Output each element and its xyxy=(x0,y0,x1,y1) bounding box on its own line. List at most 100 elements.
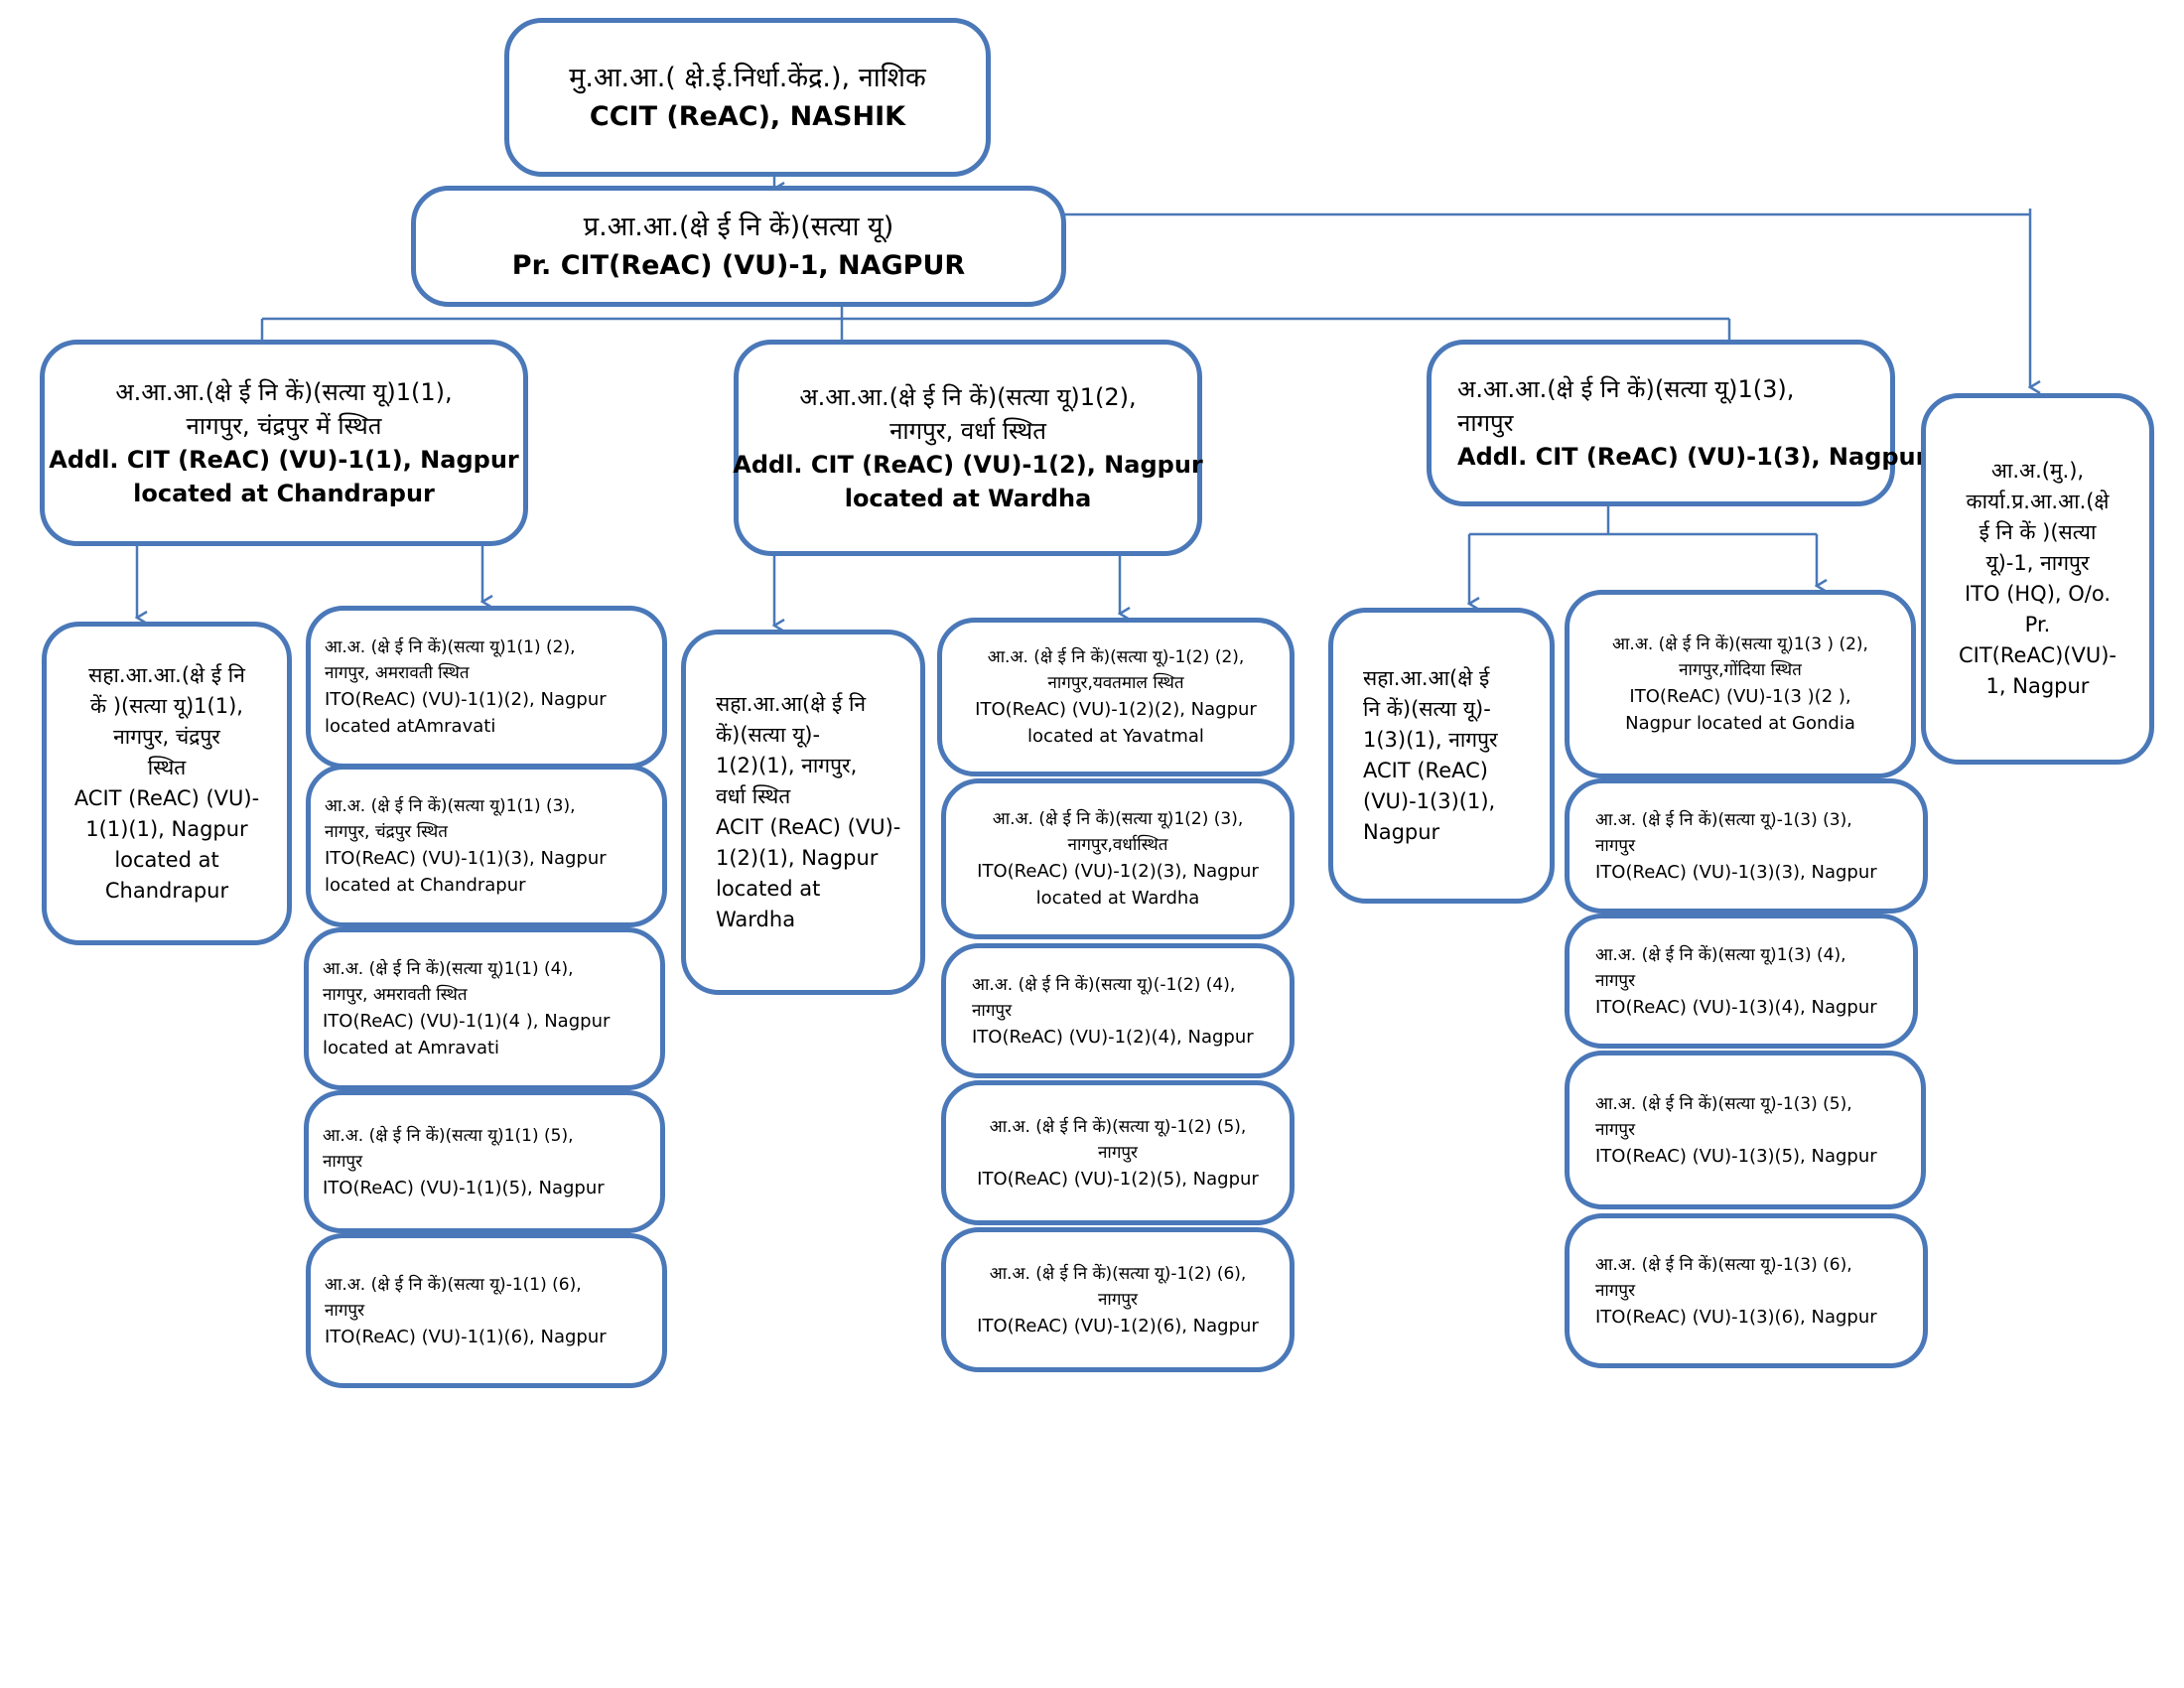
ito-1-1-3-english-line: ITO(ReAC) (VU)-1(1)(3), Nagpur xyxy=(325,848,607,869)
ito-1-2-2-english-line: ITO(ReAC) (VU)-1(2)(2), Nagpur xyxy=(975,699,1257,720)
ito-1-3-3-english-line: ITO(ReAC) (VU)-1(3)(3), Nagpur xyxy=(1595,861,1877,883)
ito-1-1-2-hindi-location: नागपुर, अमरावती स्थित xyxy=(325,663,470,683)
ito-1-3-6-hindi-location: नागपुर xyxy=(1595,1280,1636,1301)
acit-1-1-1-english-line-4: Chandrapur xyxy=(104,879,229,903)
acit-1-1-1-english-line-2: 1(1)(1), Nagpur xyxy=(85,817,248,841)
addl-cit-1-1-box: अ.आ.आ.(क्षे ई नि कें)(सत्या यू)1(1), नाग… xyxy=(40,340,528,546)
ito-1-2-3-box: आ.अ. (क्षे ई नि कें)(सत्या यू)1(2) (3), … xyxy=(941,778,1295,939)
acit-1-3-1-english-line-3: Nagpur xyxy=(1363,820,1440,844)
ito-1-1-3-english-location: located at Chandrapur xyxy=(325,875,526,896)
acit-1-2-1-hindi-line-3: 1(2)(1), नागपुर, xyxy=(716,754,858,777)
addl-cit-1-3-hindi-location: नागपुर xyxy=(1457,409,1514,437)
ito-hq-hindi-line-3: ई नि कें )(सत्या xyxy=(1979,520,2097,544)
ito-1-3-2-box: आ.अ. (क्षे ई नि कें)(सत्या यू)1(3 ) (2),… xyxy=(1565,590,1916,778)
ito-1-3-3-hindi-line: आ.अ. (क्षे ई नि कें)(सत्या यू)-1(3) (3), xyxy=(1595,809,1852,830)
ito-1-2-3-english-location: located at Wardha xyxy=(1035,888,1200,909)
acit-1-3-1-hindi-line-1: सहा.आ.आ(क्षे ई xyxy=(1363,666,1490,690)
acit-1-2-1-english-line-1: ACIT (ReAC) (VU)- xyxy=(716,815,901,839)
acit-1-1-1-hindi-line-3: नागपुर, चंद्रपुर xyxy=(113,725,220,749)
acit-1-3-1-box: सहा.आ.आ(क्षे ई नि कें)(सत्या यू)- 1(3)(1… xyxy=(1328,608,1555,904)
ito-1-3-4-hindi-line: आ.अ. (क्षे ई नि कें)(सत्या यू)1(3) (4), xyxy=(1595,944,1846,965)
ito-1-1-2-english-line: ITO(ReAC) (VU)-1(1)(2), Nagpur xyxy=(325,689,607,710)
ito-1-1-4-english-location: located at Amravati xyxy=(323,1038,500,1058)
ito-1-3-5-english-line: ITO(ReAC) (VU)-1(3)(5), Nagpur xyxy=(1595,1145,1877,1167)
addl-cit-1-1-english-location: located at Chandrapur xyxy=(133,480,435,507)
ito-hq-english-line-3: CIT(ReAC)(VU)- xyxy=(1959,643,2116,667)
ito-1-3-2-hindi-line: आ.अ. (क्षे ई नि कें)(सत्या यू)1(3 ) (2), xyxy=(1612,634,1868,654)
addl-cit-1-3-english-line: Addl. CIT (ReAC) (VU)-1(3), Nagpur xyxy=(1457,443,1928,471)
ito-hq-hindi-line-1: आ.अ.(मु.), xyxy=(1990,459,2085,483)
ito-1-3-6-box: आ.अ. (क्षे ई नि कें)(सत्या यू)-1(3) (6),… xyxy=(1565,1213,1928,1368)
acit-1-1-1-hindi-line-4: स्थित xyxy=(147,756,187,779)
ito-hq-hindi-line-4: यू)-1, नागपुर xyxy=(1985,551,2090,575)
ito-1-1-6-hindi-line: आ.अ. (क्षे ई नि कें)(सत्या यू)-1(1) (6), xyxy=(325,1274,582,1295)
ito-1-2-2-hindi-line: आ.अ. (क्षे ई नि कें)(सत्या यू)-1(2) (2), xyxy=(987,647,1245,667)
ito-1-1-6-box: आ.अ. (क्षे ई नि कें)(सत्या यू)-1(1) (6),… xyxy=(306,1233,667,1388)
ito-1-3-6-english-line: ITO(ReAC) (VU)-1(3)(6), Nagpur xyxy=(1595,1306,1877,1328)
ito-hq-hindi-line-2: कार्या.प्र.आ.आ.(क्षे xyxy=(1966,490,2110,513)
ito-1-2-5-box: आ.अ. (क्षे ई नि कें)(सत्या यू)-1(2) (5),… xyxy=(941,1080,1295,1225)
ito-1-1-5-box: आ.अ. (क्षे ई नि कें)(सत्या यू)1(1) (5), … xyxy=(304,1090,665,1233)
acit-1-2-1-hindi-line-1: सहा.आ.आ(क्षे ई नि xyxy=(716,692,867,716)
ito-1-2-6-hindi-location: नागपुर xyxy=(1097,1289,1139,1310)
ito-1-2-6-english-line: ITO(ReAC) (VU)-1(2)(6), Nagpur xyxy=(977,1315,1259,1336)
ito-hq-box: आ.अ.(मु.), कार्या.प्र.आ.आ.(क्षे ई नि कें… xyxy=(1921,393,2154,765)
ito-1-2-4-hindi-line: आ.अ. (क्षे ई नि कें)(सत्या यू)(-1(2) (4)… xyxy=(972,974,1236,995)
ito-1-2-6-hindi-line: आ.अ. (क्षे ई नि कें)(सत्या यू)-1(2) (6), xyxy=(989,1263,1247,1284)
ito-1-1-5-hindi-location: नागपुर xyxy=(323,1151,363,1172)
acit-1-3-1-english-line-1: ACIT (ReAC) xyxy=(1363,759,1488,782)
ito-1-2-3-english-line: ITO(ReAC) (VU)-1(2)(3), Nagpur xyxy=(977,861,1259,882)
ito-1-2-4-english-line: ITO(ReAC) (VU)-1(2)(4), Nagpur xyxy=(972,1026,1254,1048)
ito-1-1-3-hindi-location: नागपुर, चंद्रपुर स्थित xyxy=(325,822,448,842)
ito-1-1-6-english-line: ITO(ReAC) (VU)-1(1)(6), Nagpur xyxy=(325,1326,607,1347)
ccit-nashik-box: मु.आ.आ.( क्षे.ई.निर्धा.केंद्र.), नाशिक C… xyxy=(504,18,991,177)
acit-1-3-1-english-line-2: (VU)-1(3)(1), xyxy=(1363,789,1496,813)
acit-1-3-1-hindi-line-3: 1(3)(1), नागपुर xyxy=(1363,728,1498,752)
acit-1-2-1-english-line-2: 1(2)(1), Nagpur xyxy=(716,846,879,870)
ito-1-1-4-english-line: ITO(ReAC) (VU)-1(1)(4 ), Nagpur xyxy=(323,1011,611,1032)
ito-1-2-3-hindi-location: नागपुर,वर्धास्थित xyxy=(1067,835,1168,855)
ito-1-2-2-box: आ.अ. (क्षे ई नि कें)(सत्या यू)-1(2) (2),… xyxy=(937,618,1295,776)
ito-1-2-4-hindi-location: नागपुर xyxy=(972,1000,1013,1021)
acit-1-2-1-box: सहा.आ.आ(क्षे ई नि कें)(सत्या यू)- 1(2)(1… xyxy=(681,630,925,995)
addl-cit-1-1-hindi-line: अ.आ.आ.(क्षे ई नि कें)(सत्या यू)1(1), xyxy=(115,378,453,406)
ito-1-3-2-hindi-location: नागपुर,गोंदिया स्थित xyxy=(1679,660,1802,680)
ito-1-2-3-hindi-line: आ.अ. (क्षे ई नि कें)(सत्या यू)1(2) (3), xyxy=(992,809,1244,829)
addl-cit-1-3-hindi-line: अ.आ.आ.(क्षे ई नि कें)(सत्या यू)1(3), xyxy=(1457,375,1795,403)
acit-1-2-1-english-line-4: Wardha xyxy=(716,908,796,931)
acit-1-1-1-hindi-line-2: कें )(सत्या यू)1(1), xyxy=(90,694,243,718)
ito-1-3-2-english-location: Nagpur located at Gondia xyxy=(1625,713,1855,734)
ito-1-2-5-english-line: ITO(ReAC) (VU)-1(2)(5), Nagpur xyxy=(977,1168,1259,1190)
ito-1-1-3-box: आ.अ. (क्षे ई नि कें)(सत्या यू)1(1) (3), … xyxy=(306,765,667,927)
acit-1-1-1-english-line-3: located at xyxy=(114,848,219,872)
ito-1-3-5-hindi-line: आ.अ. (क्षे ई नि कें)(सत्या यू)-1(3) (5), xyxy=(1595,1093,1852,1114)
addl-cit-1-3-box: अ.आ.आ.(क्षे ई नि कें)(सत्या यू)1(3), नाग… xyxy=(1427,340,1927,506)
ito-1-3-2-english-line: ITO(ReAC) (VU)-1(3 )(2 ), xyxy=(1629,686,1851,707)
addl-cit-1-1-hindi-location: नागपुर, चंद्रपुर में स्थित xyxy=(186,412,382,440)
pr-cit-english-title: Pr. CIT(ReAC) (VU)-1, NAGPUR xyxy=(511,250,966,281)
ito-1-2-5-hindi-line: आ.अ. (क्षे ई नि कें)(सत्या यू)-1(2) (5), xyxy=(989,1116,1247,1137)
ccit-hindi-title: मु.आ.आ.( क्षे.ई.निर्धा.केंद्र.), नाशिक xyxy=(569,63,926,93)
pr-cit-hindi-title: प्र.आ.आ.(क्षे ई नि कें)(सत्या यू) xyxy=(583,211,894,242)
ito-1-1-2-box: आ.अ. (क्षे ई नि कें)(सत्या यू)1(1) (2), … xyxy=(306,606,667,769)
ito-1-1-4-hindi-location: नागपुर, अमरावती स्थित xyxy=(323,985,468,1005)
pr-cit-nagpur-box: प्र.आ.आ.(क्षे ई नि कें)(सत्या यू) Pr. CI… xyxy=(411,186,1066,307)
ito-1-3-3-box: आ.अ. (क्षे ई नि कें)(सत्या यू)-1(3) (3),… xyxy=(1565,778,1928,914)
acit-1-1-1-hindi-line-1: सहा.आ.आ.(क्षे ई नि xyxy=(88,663,245,687)
ito-1-2-2-english-location: located at Yavatmal xyxy=(1027,726,1204,747)
ito-1-1-5-english-line: ITO(ReAC) (VU)-1(1)(5), Nagpur xyxy=(323,1177,605,1198)
ito-1-3-5-hindi-location: नागपुर xyxy=(1595,1119,1636,1140)
ito-hq-english-line-2: Pr. xyxy=(2024,613,2051,636)
ito-1-1-2-english-location: located atAmravati xyxy=(325,716,496,737)
addl-cit-1-1-english-line: Addl. CIT (ReAC) (VU)-1(1), Nagpur xyxy=(49,446,519,474)
addl-cit-1-2-english-line: Addl. CIT (ReAC) (VU)-1(2), Nagpur xyxy=(733,451,1203,479)
ito-1-3-4-english-line: ITO(ReAC) (VU)-1(3)(4), Nagpur xyxy=(1595,996,1877,1018)
acit-1-2-1-english-line-3: located at xyxy=(716,877,821,901)
ito-hq-english-line-1: ITO (HQ), O/o. xyxy=(1964,582,2112,606)
ito-1-2-2-hindi-location: नागपुर,यवतमाल स्थित xyxy=(1047,673,1184,693)
ito-1-2-4-box: आ.अ. (क्षे ई नि कें)(सत्या यू)(-1(2) (4)… xyxy=(941,943,1295,1078)
acit-1-1-1-english-line-1: ACIT (ReAC) (VU)- xyxy=(73,786,260,810)
ito-1-1-2-hindi-line: आ.अ. (क्षे ई नि कें)(सत्या यू)1(1) (2), xyxy=(325,637,576,657)
ito-1-1-4-box: आ.अ. (क्षे ई नि कें)(सत्या यू)1(1) (4), … xyxy=(304,927,665,1090)
